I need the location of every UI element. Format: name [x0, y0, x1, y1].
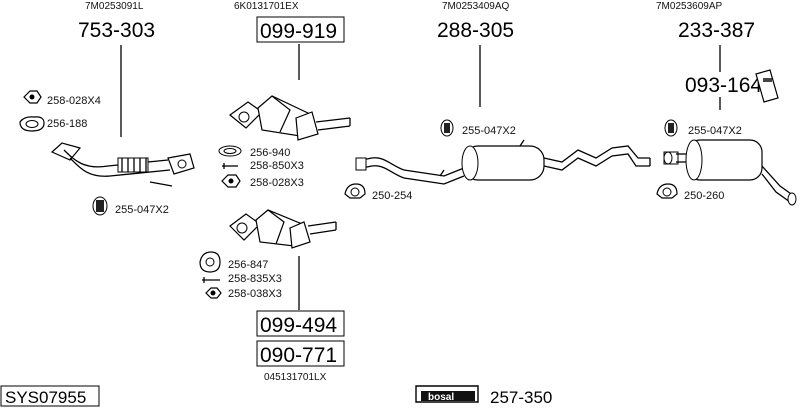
rear-silencer-part[interactable] [663, 139, 797, 206]
part-number-cat2-b[interactable]: 090-771 [260, 344, 337, 367]
oem-number-second-cat: 045131701LX [264, 372, 327, 383]
nut-hole [210, 290, 216, 296]
box-icon [755, 69, 779, 103]
bosal-logo: bosal [415, 385, 479, 403]
rubber-hanger-icon [92, 196, 108, 216]
part-number-middle[interactable]: 288-305 [437, 19, 514, 42]
brand-name: bosal [428, 392, 454, 403]
part-number-box [256, 16, 345, 43]
nut-hole [29, 94, 35, 100]
bolt-icon [202, 277, 220, 283]
hanger-icon [664, 119, 678, 137]
front-catalytic-converter-part[interactable] [229, 95, 351, 141]
logo-part-number[interactable]: 257-350 [490, 388, 552, 407]
accessory-label: 250-260 [684, 190, 724, 202]
accessory-label: 256-940 [250, 147, 290, 159]
part-number-box [256, 310, 345, 337]
accessory-label: 258-850X3 [250, 160, 304, 172]
accessory-label: 258-038X3 [228, 288, 282, 300]
system-code: SYS07955 [5, 388, 86, 407]
accessory-label: 258-028X3 [250, 177, 304, 189]
oem-number-rear: 7M0253609AP [656, 1, 722, 12]
bolt-icon [222, 163, 238, 169]
accessory-label: 256-188 [47, 118, 87, 130]
accessory-label: 258-835X3 [228, 273, 282, 285]
accessory-label: 255-047X2 [688, 125, 742, 137]
part-number-cat2-a[interactable]: 099-494 [260, 314, 337, 337]
accessory-label: 255-047X2 [115, 204, 169, 216]
second-catalytic-converter-part[interactable] [229, 209, 337, 249]
nut-hole [228, 178, 234, 184]
clamp-icon [656, 183, 678, 199]
accessory-label: 250-254 [372, 190, 412, 202]
oem-number-front-cat: 6K0131701EX [234, 1, 299, 12]
hanger-icon [440, 119, 454, 137]
part-number-front-cat[interactable]: 099-919 [260, 20, 337, 43]
accessory-label: 256-847 [228, 259, 268, 271]
part-number-rear-extra[interactable]: 093-164 [685, 74, 762, 97]
part-number-box [256, 340, 345, 367]
front-pipe-part[interactable] [50, 142, 195, 187]
part-number-left[interactable]: 753-303 [78, 19, 155, 42]
gasket-ring-hole [223, 148, 237, 154]
gasket-hole [25, 120, 39, 128]
clamp-icon [344, 183, 366, 199]
oem-number-middle: 7M0253409AQ [442, 1, 509, 12]
system-code-box [0, 385, 100, 407]
part-number-rear[interactable]: 233-387 [678, 19, 755, 42]
middle-silencer-part[interactable] [355, 139, 651, 185]
gasket-hole [205, 257, 215, 267]
oem-number-left: 7M0253091L [85, 1, 144, 12]
accessory-label: 255-047X2 [462, 125, 516, 137]
accessory-label: 258-028X4 [47, 95, 101, 107]
